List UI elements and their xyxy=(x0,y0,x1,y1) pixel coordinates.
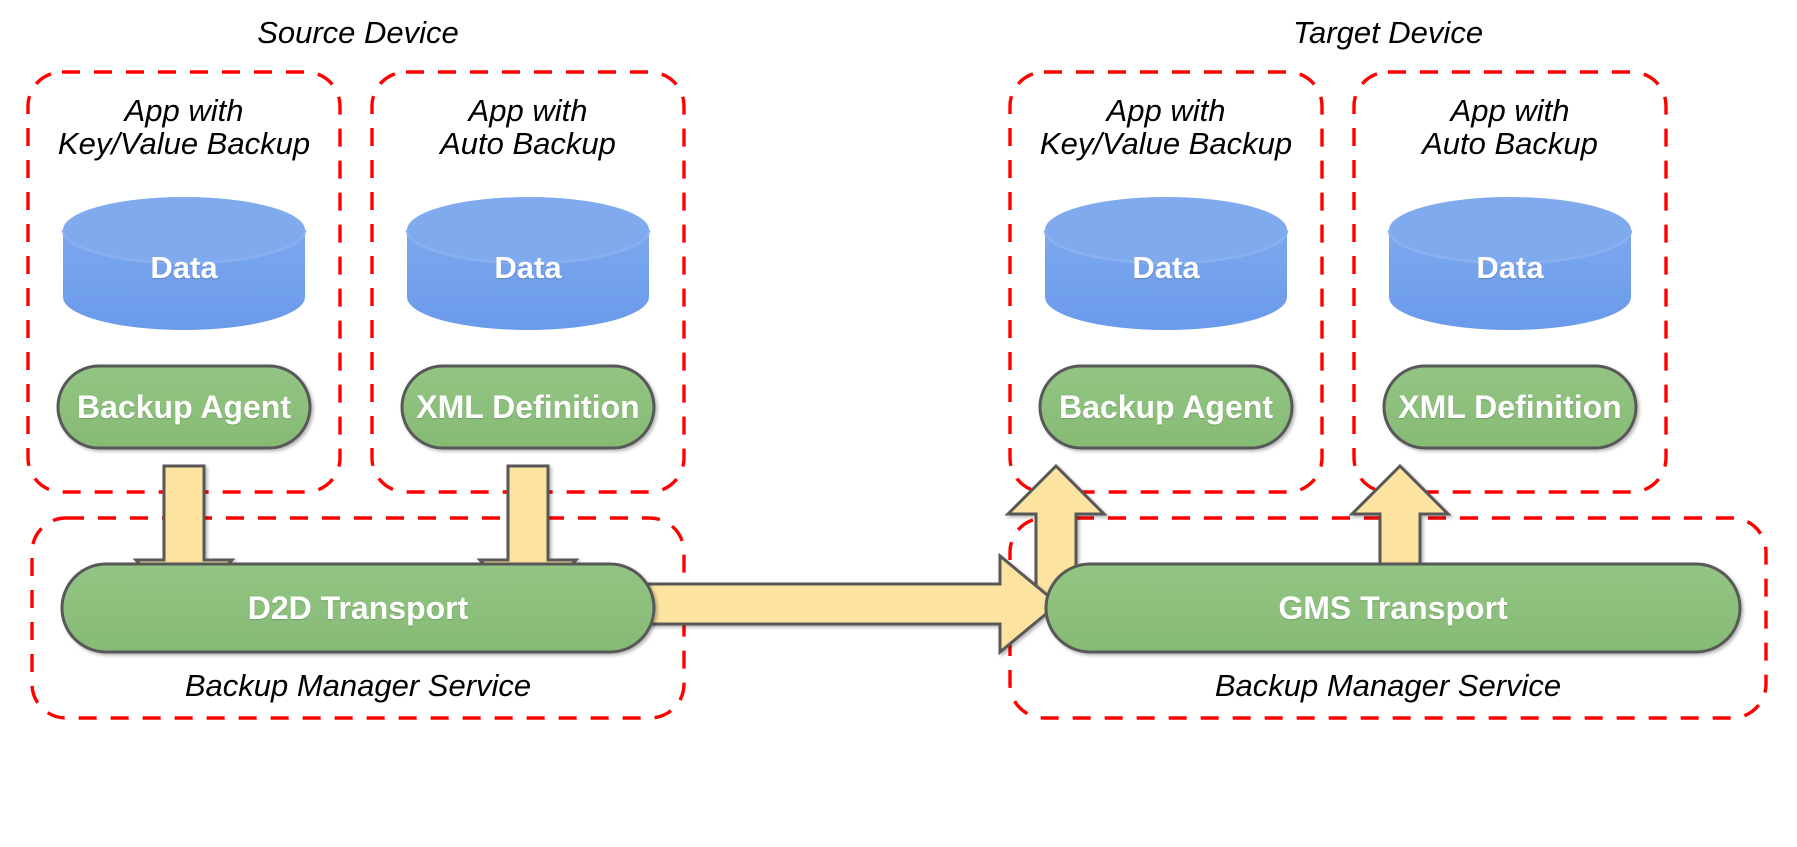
app-title-line2: Key/Value Backup xyxy=(1039,125,1293,161)
pill-shape-d2d-transport xyxy=(60,562,656,654)
pill-shape-gms-transport xyxy=(1044,562,1742,654)
device-title-target: Target Device xyxy=(1292,15,1484,50)
app-title-line2: Auto Backup xyxy=(440,125,616,161)
pill-shape-source-kv xyxy=(56,364,312,450)
service-caption-target: Backup Manager Service xyxy=(1214,668,1562,703)
pill-shape-target-kv xyxy=(1038,364,1294,450)
app-title-line1: App with xyxy=(1450,93,1570,128)
app-title-line1: App with xyxy=(1106,93,1226,128)
app-title-line1: App with xyxy=(124,93,244,128)
device-title-source: Source Device xyxy=(257,15,459,50)
app-title-source-kv: App with Key/Value Backup xyxy=(28,93,340,161)
pill-shape-target-auto xyxy=(1382,364,1638,450)
app-title-line2: Auto Backup xyxy=(1422,125,1598,161)
app-title-line1: App with xyxy=(468,93,588,128)
arrow-right-icon-d2d-to-gms xyxy=(638,552,1061,656)
data-cylinder-source-kv xyxy=(61,197,307,330)
dashed-service-container-source xyxy=(30,516,686,720)
app-title-line2: Key/Value Backup xyxy=(57,125,311,161)
data-cylinder-target-kv xyxy=(1043,197,1289,330)
app-title-source-auto: App with Auto Backup xyxy=(372,93,684,161)
app-title-target-kv: App with Key/Value Backup xyxy=(1010,93,1322,161)
pill-shape-source-auto xyxy=(400,364,656,450)
service-caption-source: Backup Manager Service xyxy=(184,668,532,703)
app-title-target-auto: App with Auto Backup xyxy=(1354,93,1666,161)
data-cylinder-source-auto xyxy=(405,197,651,330)
data-cylinder-target-auto xyxy=(1387,197,1633,330)
